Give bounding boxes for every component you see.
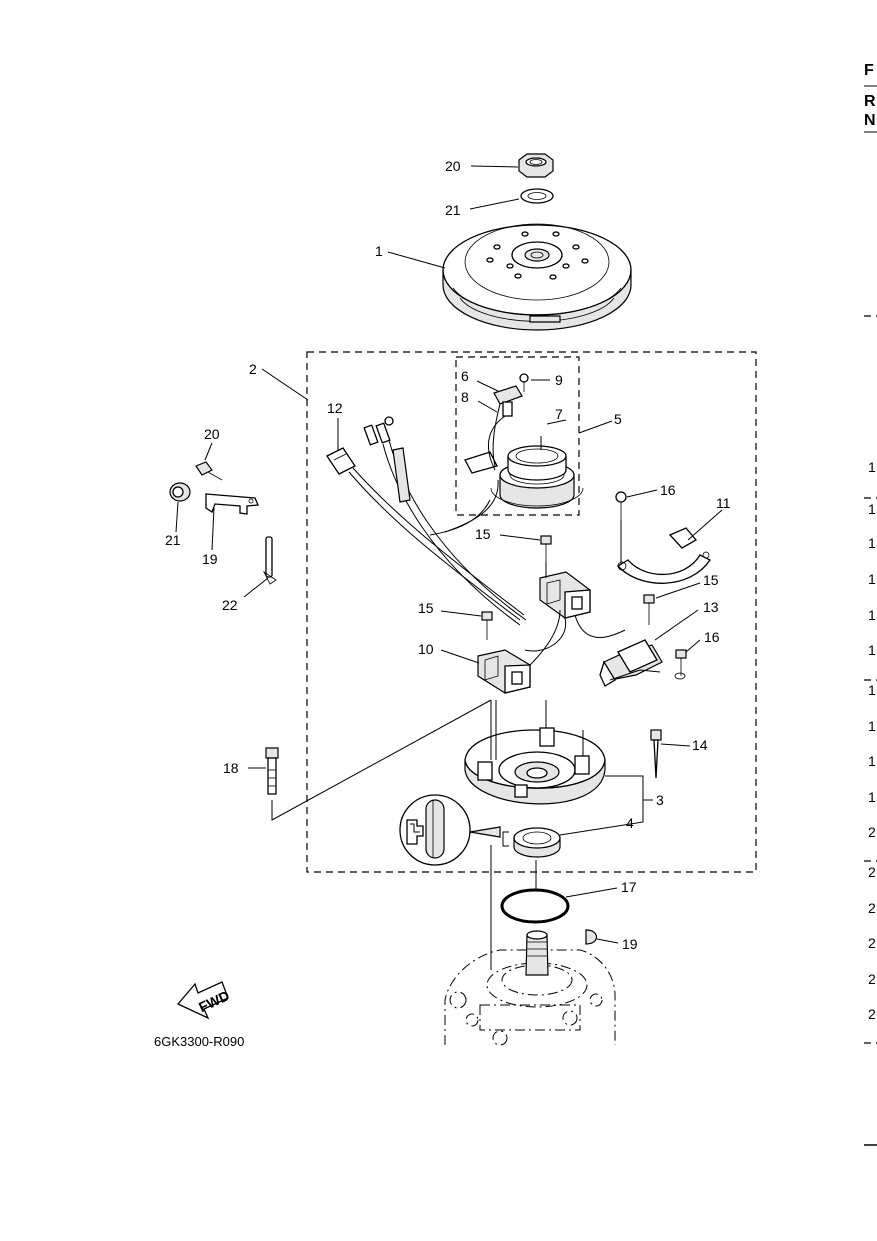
- callout-3: 3: [656, 792, 664, 808]
- callout-21: 21: [445, 202, 461, 218]
- edge-row-2: 1: [868, 501, 876, 517]
- screw-part-16-upper: [615, 491, 627, 520]
- edge-header-r: R: [864, 93, 876, 110]
- callout-1: 1: [375, 243, 383, 259]
- callout-11: 11: [716, 495, 731, 511]
- callout-15b: 15: [703, 572, 719, 588]
- clamp-part-25: [262, 536, 277, 585]
- callout-9: 9: [555, 372, 563, 388]
- edge-header-n: N: [864, 112, 876, 129]
- pulser-bracket-part-6: [493, 373, 529, 417]
- screw-part-15-right: [643, 594, 655, 625]
- edge-row-12: 2: [868, 864, 876, 880]
- lighting-coil-part-14: [599, 639, 663, 687]
- callout-19: 19: [622, 936, 638, 952]
- callout-18: 18: [223, 760, 239, 776]
- callout-17: 17: [621, 879, 637, 895]
- callout-7: 7: [555, 406, 563, 422]
- edge-row-7: 1: [868, 682, 876, 698]
- callout-15a: 15: [475, 526, 491, 542]
- callout-5: 5: [614, 411, 622, 427]
- callout-25: 22: [222, 597, 238, 613]
- edge-row-4: 1: [868, 571, 876, 587]
- stator-assembly-boundary: [306, 351, 757, 873]
- callout-23: 20: [204, 426, 220, 442]
- callout-14: 13: [703, 599, 719, 615]
- edge-row-3: 1: [868, 535, 876, 551]
- cable-tie-part-13: [650, 729, 662, 779]
- callout-16a: 16: [660, 482, 676, 498]
- edge-header-f: F: [864, 62, 874, 79]
- callout-15c: 15: [418, 600, 434, 616]
- oil-seal-part-4: [513, 827, 561, 858]
- retainer-plate-part-11: [616, 527, 711, 584]
- washer-part-21: [520, 188, 554, 204]
- connector-part-12: [326, 416, 394, 475]
- drawing-code: 6GK3300-R090: [154, 1034, 244, 1049]
- edge-row-9: 1: [868, 753, 876, 769]
- screw-part-15-left: [481, 611, 493, 640]
- pulser-coil-assembly-boundary: [455, 356, 580, 516]
- edge-row-8: 1: [868, 718, 876, 734]
- callout-8: 8: [461, 389, 469, 405]
- seal-lip-icon: [399, 794, 471, 866]
- callout-labels: 20 21 1 2 6 9 8 12 7 5 20 16 11 15 21 19…: [165, 158, 731, 952]
- screw-part-15-center: [540, 535, 552, 562]
- edge-row-16: 2: [868, 1006, 876, 1022]
- edge-row-13: 2: [868, 900, 876, 916]
- nut-part-20: [518, 153, 554, 178]
- bolt-part-23: [195, 461, 223, 481]
- edge-row-11: 2: [868, 824, 876, 840]
- edge-row-5: 1: [868, 607, 876, 623]
- callout-4: 4: [626, 815, 634, 831]
- callout-20: 20: [445, 158, 461, 174]
- screw-part-16-right: [674, 649, 687, 680]
- callout-13: 14: [692, 737, 708, 753]
- bolt-part-18: [265, 747, 279, 795]
- flywheel-part-1: [442, 223, 632, 331]
- callout-22: 19: [202, 551, 218, 567]
- edge-row-15: 2: [868, 971, 876, 987]
- fwd-arrow-icon: FWD: [176, 981, 232, 1020]
- bracket-part-22: [205, 493, 259, 515]
- callout-10: 10: [418, 641, 434, 657]
- pulser-coil-part-7: [464, 445, 584, 509]
- edge-row-1: 1: [868, 459, 876, 475]
- edge-row-10: 1: [868, 789, 876, 805]
- edge-row-14: 2: [868, 935, 876, 951]
- callout-6: 6: [461, 368, 469, 384]
- callout-16b: 16: [704, 629, 720, 645]
- edge-row-6: 1: [868, 642, 876, 658]
- o-ring-part-17: [500, 888, 570, 924]
- charge-coil-part-10: [477, 649, 531, 694]
- callout-24: 21: [165, 532, 181, 548]
- charge-coil-upper: [539, 571, 591, 619]
- key-part-19: [585, 929, 598, 945]
- power-head-crankcase: [444, 930, 616, 1046]
- callout-2: 2: [249, 361, 257, 377]
- right-edge-table: F R N 1 1 1 1 1 1 1 1 1 1 2 2 2 2 2 2: [864, 62, 877, 1146]
- grommet-part-24: [169, 482, 191, 502]
- stator-base-part-3: [464, 727, 606, 805]
- callout-12: 12: [327, 400, 343, 416]
